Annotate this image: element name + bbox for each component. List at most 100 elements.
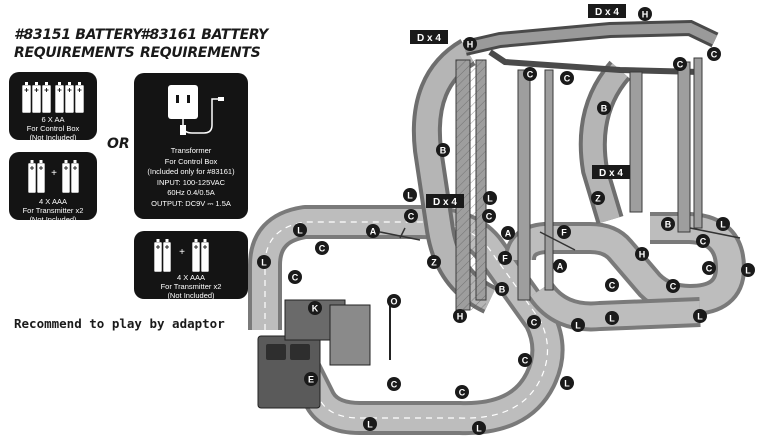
svg-text:C: C <box>527 70 534 80</box>
svg-text:Z: Z <box>595 194 601 204</box>
battery-box-4aaa-1: + 4 X AAA For Transmitter x2 (Not Includ… <box>9 152 97 224</box>
piece-label-l-1: L <box>403 188 417 202</box>
piece-label-c-2: C <box>560 71 574 85</box>
battery-box-6aa: 6 X AA For Control Box (Not Included) <box>9 72 97 142</box>
transformer-freq: 60Hz 0.4/0.5A <box>167 188 215 197</box>
transformer-note: (Included only for #83161) <box>147 167 235 176</box>
or-label: OR <box>107 136 130 152</box>
piece-label-b-3: B <box>661 217 675 231</box>
piece-label-c-6: C <box>482 209 496 223</box>
svg-text:H: H <box>642 10 649 20</box>
svg-text:H: H <box>639 250 646 260</box>
svg-text:C: C <box>711 50 718 60</box>
dx4-text-left: D x 4 <box>417 33 441 44</box>
aaa2-purpose: For Transmitter x2 <box>160 282 222 291</box>
svg-text:F: F <box>502 254 508 264</box>
svg-text:Z: Z <box>431 258 437 268</box>
piece-label-c-1: C <box>523 67 537 81</box>
heading-83161-line1: #83161 BATTERY <box>140 27 268 43</box>
heading-83151: #83151 BATTERY REQUIREMENTS <box>14 26 142 62</box>
piece-label-h-mid: H <box>635 247 649 261</box>
aaa1-purpose: For Transmitter x2 <box>22 206 84 215</box>
transformer-output: OUTPUT: DC9V ⎓ 1.5A <box>151 198 231 208</box>
guardrails <box>379 227 741 251</box>
piece-label-b-2: B <box>436 143 450 157</box>
svg-text:O: O <box>390 297 397 307</box>
piece-label-z-1: Z <box>591 191 605 205</box>
piece-label-l-12: L <box>472 421 486 435</box>
piece-label-l-3: L <box>293 223 307 237</box>
svg-text:L: L <box>261 258 267 268</box>
svg-text:L: L <box>476 424 482 434</box>
svg-text:B: B <box>601 104 608 114</box>
piece-label-c-15: C <box>387 377 401 391</box>
aaa2-note: (Not Included) <box>167 291 215 300</box>
heading-83161: #83161 BATTERY REQUIREMENTS <box>140 26 268 62</box>
piece-label-c-12: C <box>666 279 680 293</box>
aaa-batteries-icon-2 <box>153 239 210 273</box>
svg-text:L: L <box>745 266 751 276</box>
aa-note: (Not Included) <box>29 133 77 142</box>
aa-count: 6 X AA <box>41 115 65 124</box>
piece-label-k: K <box>308 301 322 315</box>
svg-text:L: L <box>297 226 303 236</box>
battery-box-4aaa-2: + 4 X AAA For Transmitter x2 (Not Includ… <box>134 231 248 300</box>
aaa-batteries-icon <box>27 160 80 194</box>
transformer-purpose: For Control Box <box>164 156 218 166</box>
piece-label-b-4: B <box>495 282 509 296</box>
piece-label-c-4: C <box>707 47 721 61</box>
svg-text:L: L <box>564 379 570 389</box>
svg-text:B: B <box>665 220 672 230</box>
svg-text:A: A <box>370 227 377 237</box>
piece-label-l-2: L <box>483 191 497 205</box>
svg-text:C: C <box>609 281 616 291</box>
piece-label-c-16: C <box>455 385 469 399</box>
control-box <box>257 299 391 409</box>
piece-label-h-left: H <box>463 37 477 51</box>
svg-text:L: L <box>609 314 615 324</box>
piece-label-l-8: L <box>693 309 707 323</box>
aa-purpose: For Control Box <box>26 124 80 133</box>
transformer-input: INPUT: 100-125VAC <box>156 177 226 187</box>
top-bridge <box>463 19 719 75</box>
svg-text:C: C <box>677 60 684 70</box>
svg-text:C: C <box>706 264 713 274</box>
piece-label-l-6: L <box>741 263 755 277</box>
dx4-label-left: D x 4 <box>410 30 448 44</box>
aa-batteries-icon <box>21 82 85 114</box>
transformer-title: Transformer <box>170 146 212 155</box>
aaa2-count: 4 X AAA <box>177 273 205 282</box>
piece-label-a-3: A <box>553 259 567 273</box>
dx4-label-right: D x 4 <box>592 165 630 179</box>
piece-label-b-1: B <box>597 101 611 115</box>
svg-text:L: L <box>697 312 703 322</box>
piece-label-f-1: F <box>557 225 571 239</box>
svg-text:C: C <box>670 282 677 292</box>
recommend-adaptor-text: Recommend to play by adaptor <box>14 316 225 331</box>
svg-text:H: H <box>467 40 474 50</box>
piece-label-z-2: Z <box>427 255 441 269</box>
piece-labels: H H C C C C B B Z Z L L C C L A A F F C … <box>257 7 755 435</box>
svg-text:C: C <box>564 74 571 84</box>
heading-83151-line2: REQUIREMENTS <box>14 45 135 61</box>
svg-text:L: L <box>720 220 726 230</box>
svg-text:C: C <box>531 318 538 328</box>
svg-text:C: C <box>700 237 707 247</box>
piece-label-c-8: C <box>288 270 302 284</box>
transformer-box: Transformer For Control Box (Included on… <box>134 73 248 219</box>
heading-83151-line1: #83151 BATTERY <box>14 27 142 43</box>
svg-text:C: C <box>486 212 493 222</box>
dx4-text-mid: D x 4 <box>433 197 457 208</box>
svg-text:H: H <box>457 312 464 322</box>
piece-label-c-11: C <box>605 278 619 292</box>
piece-label-a-1: A <box>366 224 380 238</box>
plus-sign-1: + <box>51 168 57 179</box>
svg-text:L: L <box>407 191 413 201</box>
piece-label-e: E <box>304 372 318 386</box>
svg-text:L: L <box>487 194 493 204</box>
svg-text:L: L <box>575 321 581 331</box>
svg-text:C: C <box>522 356 529 366</box>
piece-label-a-2: A <box>501 226 515 240</box>
aaa1-note: (Not Included) <box>29 215 77 224</box>
svg-text:C: C <box>292 273 299 283</box>
